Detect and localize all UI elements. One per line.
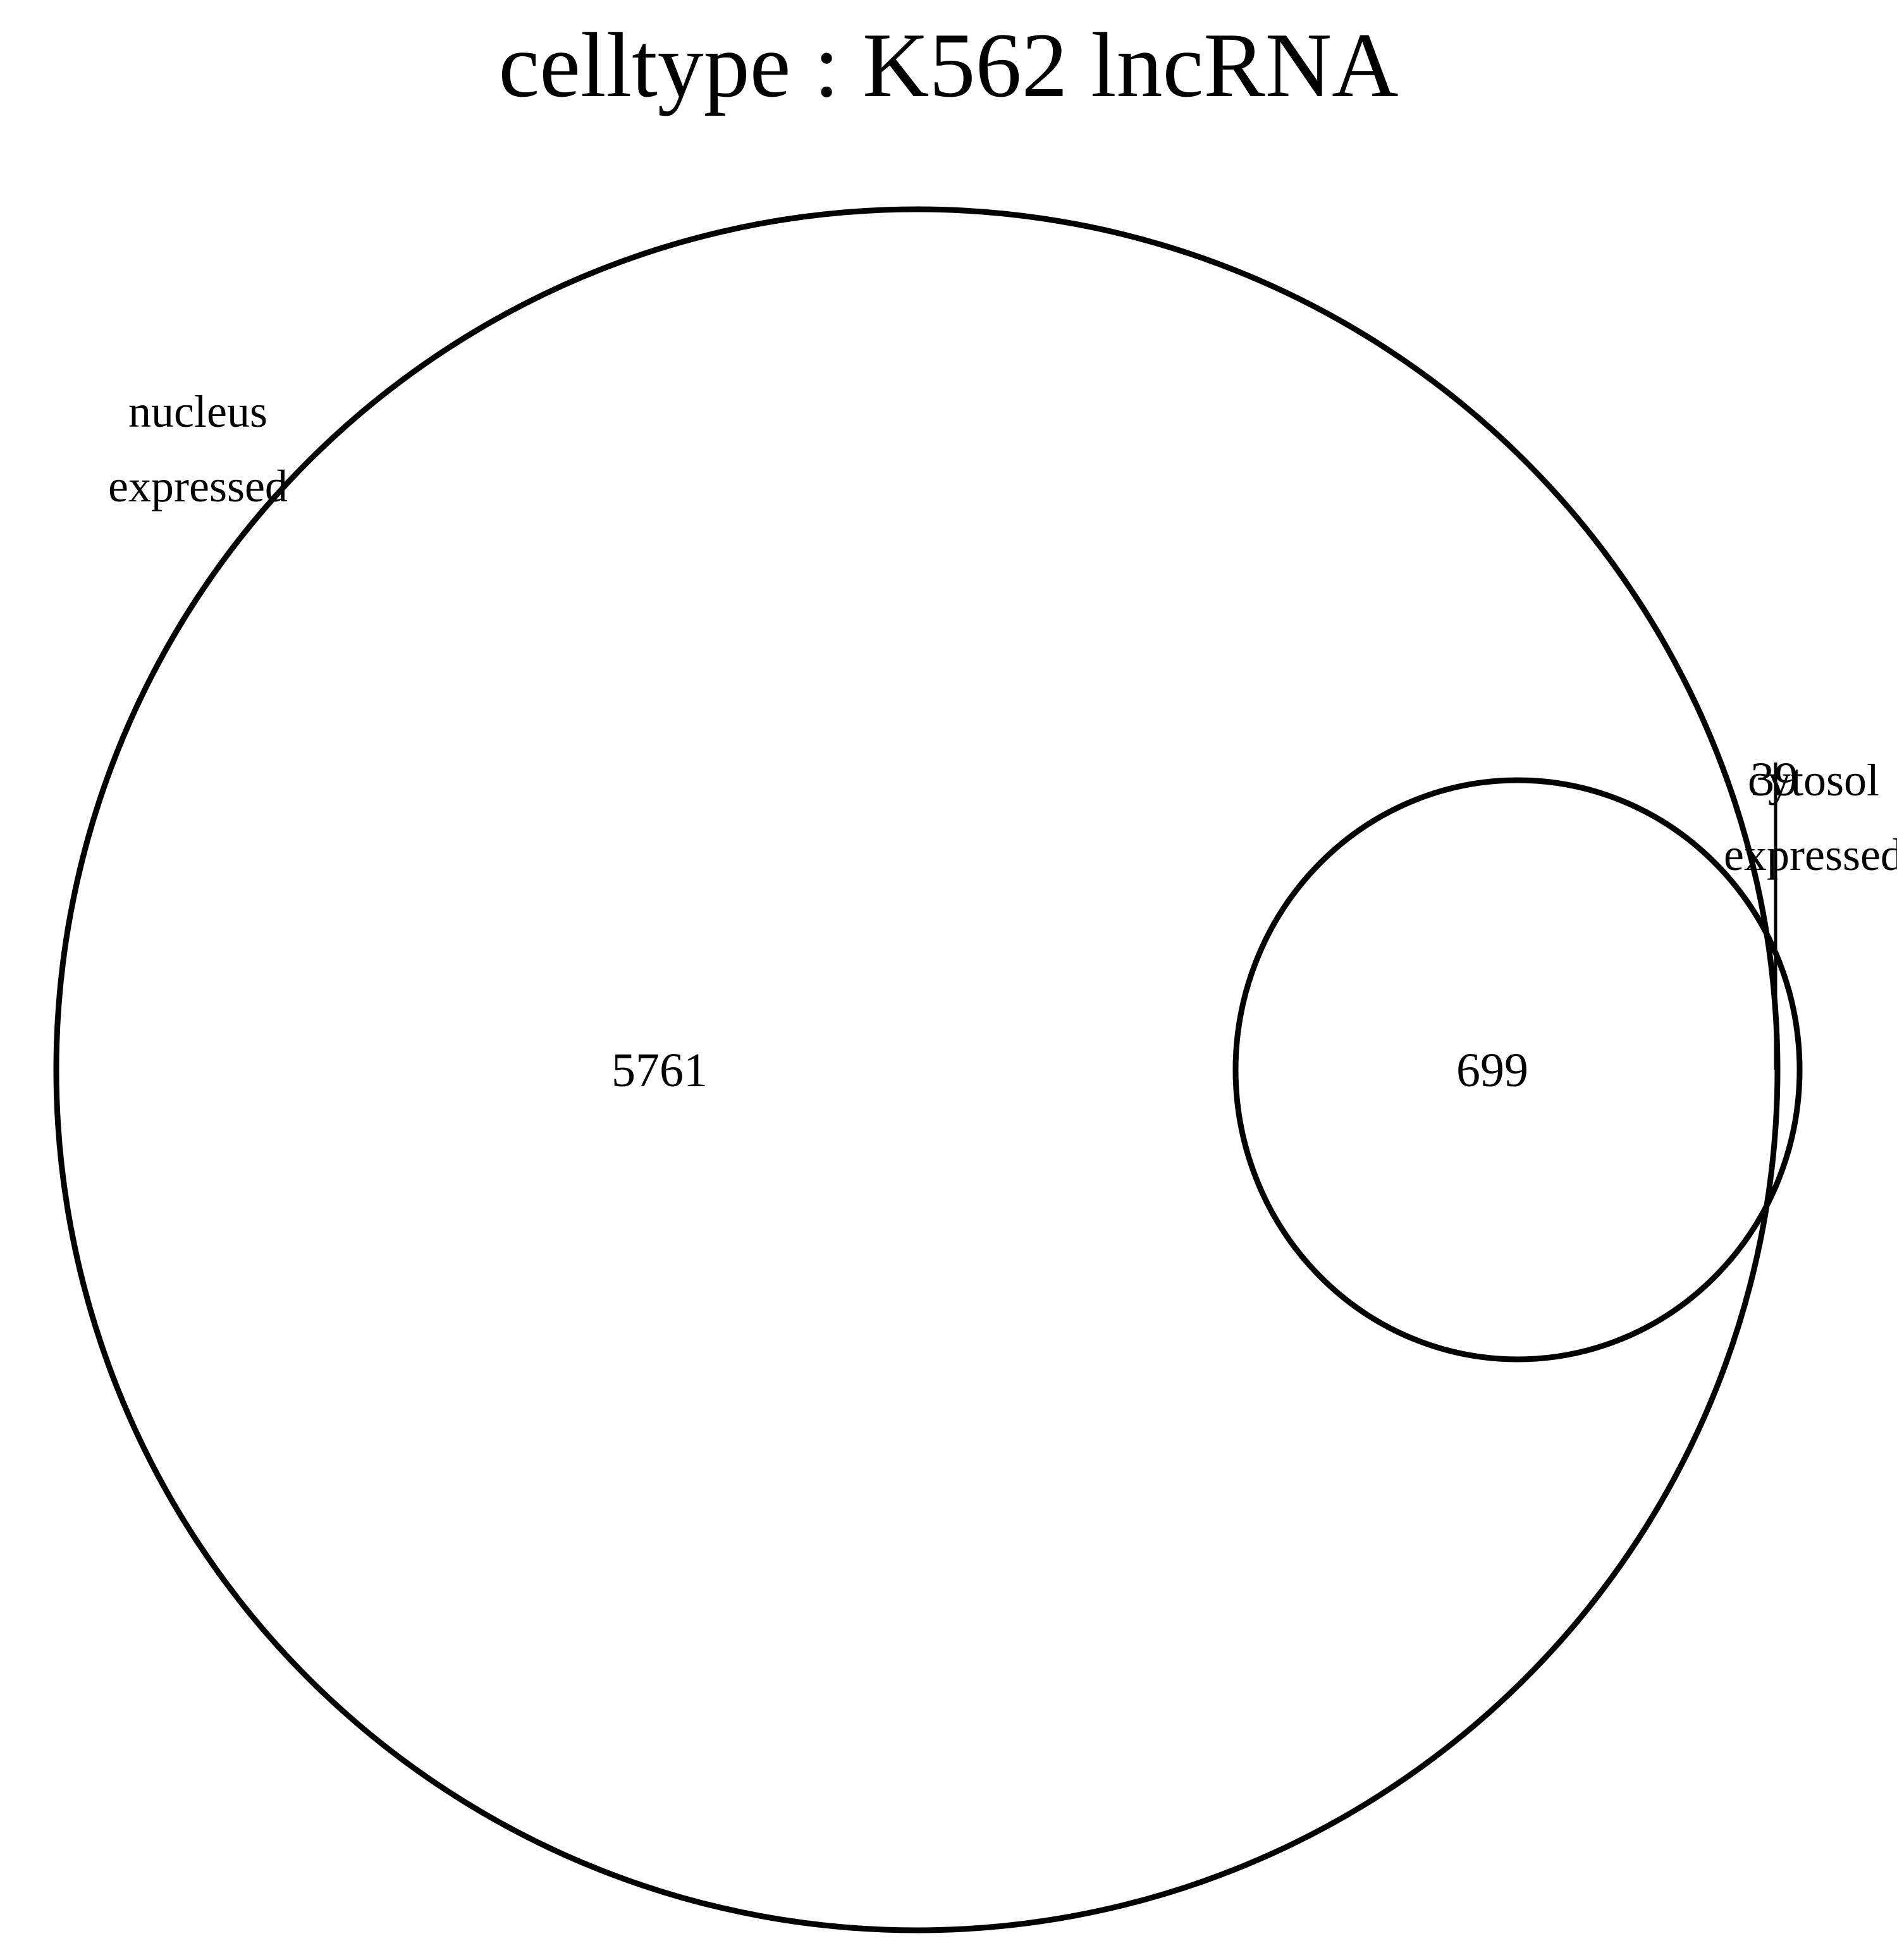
nucleus-set-circle: [53, 206, 1781, 1933]
nucleus-set-label: nucleus expressed: [108, 386, 288, 511]
nucleus-label-line-1: nucleus: [128, 386, 267, 437]
cytosol-set-circle: [1232, 777, 1803, 1363]
diagram-title: celltype : K562 lncRNA: [498, 14, 1398, 116]
nucleus-label-line-2: expressed: [108, 461, 288, 511]
nucleus-only-count: 5761: [611, 1044, 708, 1097]
cytosol-set-label: cytosol expressed: [1724, 755, 1897, 880]
cytosol-label-line-1: cytosol: [1748, 755, 1879, 805]
intersection-count: 699: [1456, 1044, 1528, 1097]
cytosol-label-line-2: expressed: [1724, 830, 1897, 880]
